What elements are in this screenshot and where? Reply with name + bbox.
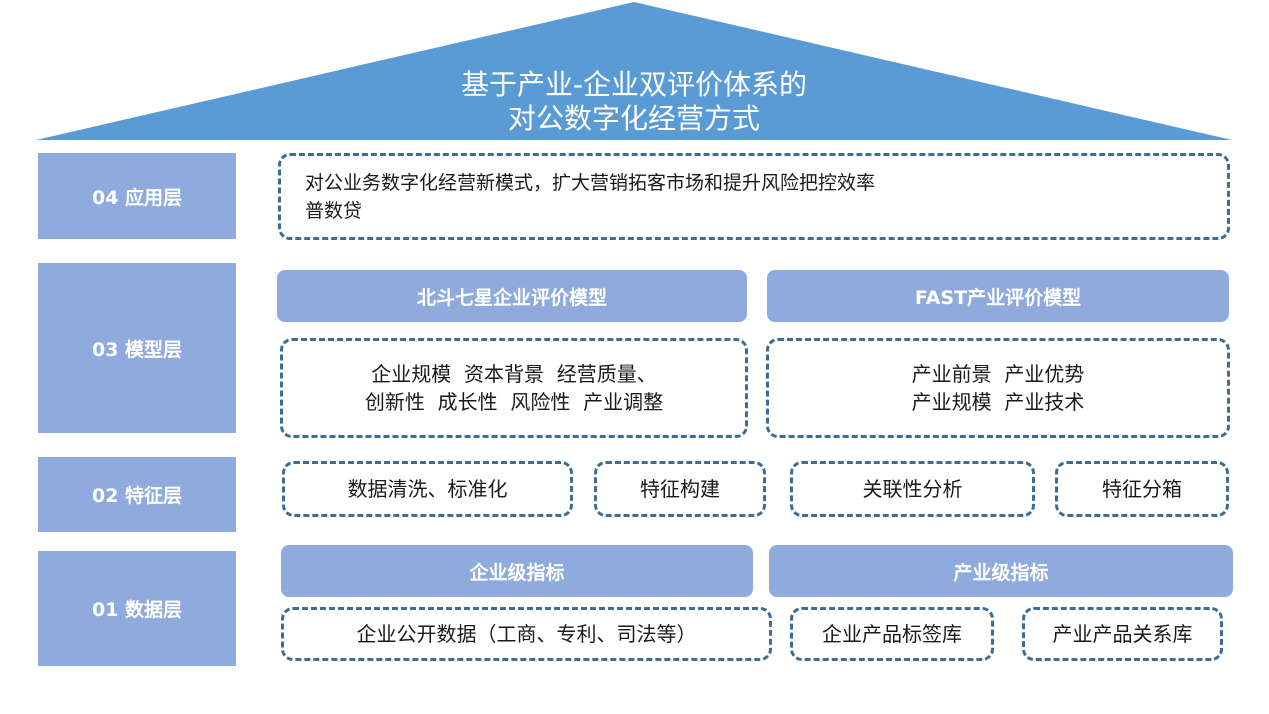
- model-left-content-box: 企业规模 资本背景 经营质量、 创新性 成长性 风险性 产业调整: [280, 338, 748, 438]
- data-item-public-data: 企业公开数据（工商、专利、司法等）: [281, 607, 772, 661]
- application-content-box: 对公业务数字化经营新模式，扩大营销拓客市场和提升风险把控效率 普数贷: [278, 153, 1230, 240]
- roof-triangle: [36, 2, 1232, 140]
- data-right-header: 产业级指标: [769, 545, 1233, 597]
- layer-label-data: 01 数据层: [38, 551, 236, 666]
- feature-item-feature-building: 特征构建: [594, 461, 766, 517]
- application-content-line-2: 普数贷: [305, 199, 363, 222]
- data-left-header: 企业级指标: [281, 545, 753, 597]
- roof-title-line-1: 基于产业-企业双评价体系的: [460, 68, 808, 101]
- roof-title-line-2: 对公数字化经营方式: [507, 102, 760, 135]
- model-right-line-1: 产业前景 产业优势: [911, 362, 1085, 386]
- feature-item-correlation-analysis: 关联性分析: [790, 461, 1035, 517]
- model-left-line-2: 创新性 成长性 风险性 产业调整: [364, 390, 664, 414]
- data-item-product-tag-library: 企业产品标签库: [790, 607, 994, 661]
- model-right-line-2: 产业规模 产业技术: [911, 390, 1085, 414]
- model-left-line-1: 企业规模 资本背景 经营质量、: [371, 362, 657, 386]
- model-right-content-box: 产业前景 产业优势 产业规模 产业技术: [766, 338, 1230, 438]
- data-item-industry-relation-library: 产业产品关系库: [1022, 607, 1223, 661]
- roof-title: 基于产业-企业双评价体系的 对公数字化经营方式: [334, 68, 934, 136]
- feature-item-binning: 特征分箱: [1055, 461, 1229, 517]
- layer-label-application: 04 应用层: [38, 153, 236, 239]
- feature-item-data-cleaning: 数据清洗、标准化: [282, 461, 573, 517]
- model-left-header: 北斗七星企业评价模型: [277, 270, 747, 322]
- layer-label-model: 03 模型层: [38, 263, 236, 433]
- model-right-header: FAST产业评价模型: [767, 270, 1229, 322]
- application-content-line-1: 对公业务数字化经营新模式，扩大营销拓客市场和提升风险把控效率: [305, 171, 876, 194]
- layer-label-feature: 02 特征层: [38, 457, 236, 532]
